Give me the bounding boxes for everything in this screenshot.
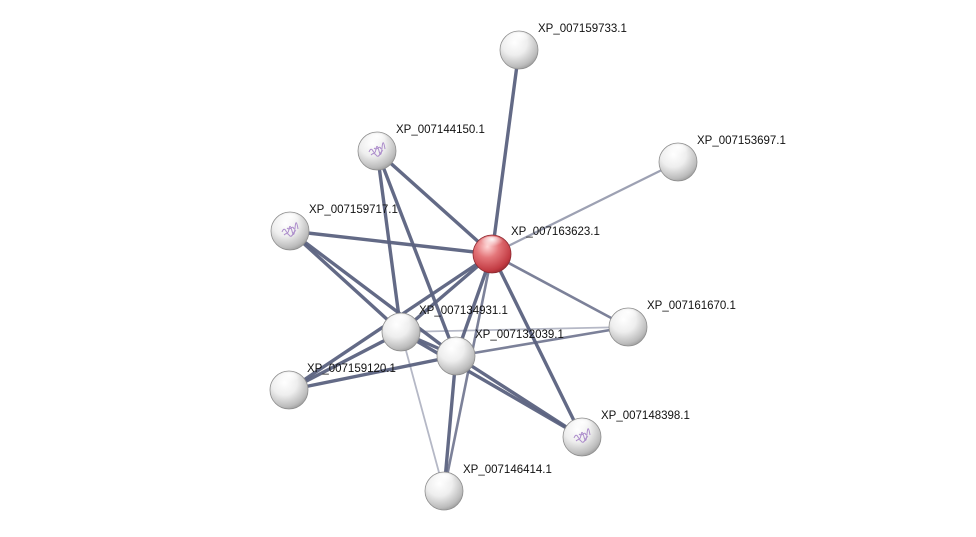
node-label: XP_007153697.1: [697, 135, 786, 147]
node-XP_007148398.1[interactable]: [562, 417, 602, 457]
node-highlight: [666, 144, 690, 159]
node-label: XP_007132039.1: [475, 329, 564, 341]
node-highlight: [616, 309, 640, 324]
edge-n6-n9[interactable]: [287, 330, 403, 392]
edge-n5-n2[interactable]: [375, 149, 494, 256]
edge-n8-n11[interactable]: [442, 354, 458, 493]
edge-n5-n10[interactable]: [490, 252, 584, 439]
node-label: XP_007134931.1: [419, 305, 508, 317]
edge-n8-n7[interactable]: [454, 325, 630, 358]
node-highlight: [432, 473, 456, 488]
node-label: XP_007161670.1: [647, 300, 736, 312]
edge-n4-n6[interactable]: [288, 229, 403, 334]
node-XP_007146414.1[interactable]: [424, 471, 464, 511]
node-label: XP_007144150.1: [396, 124, 485, 136]
node-highlight: [480, 236, 504, 251]
node-highlight: [277, 372, 301, 387]
labels-layer: XP_007159733.1XP_007144150.1XP_007153697…: [307, 23, 786, 476]
node-highlight: [444, 338, 468, 353]
edge-n6-n11[interactable]: [400, 331, 445, 492]
nodes-layer: [269, 30, 698, 511]
node-XP_007159733.1[interactable]: [499, 30, 539, 70]
node-XP_007153697.1[interactable]: [658, 142, 698, 182]
node-label: XP_007163623.1: [511, 226, 600, 238]
edge-n4-n8[interactable]: [288, 229, 458, 358]
edge-n8-n10[interactable]: [454, 354, 584, 439]
edge-n5-n7[interactable]: [490, 252, 630, 329]
edge-n5-n3[interactable]: [490, 160, 680, 256]
node-XP_007163623.1[interactable]: [472, 234, 512, 274]
node-XP_007159120.1[interactable]: [269, 370, 309, 410]
edge-n5-n6[interactable]: [399, 252, 494, 334]
node-highlight: [507, 32, 531, 47]
edge-n2-n8[interactable]: [375, 149, 458, 358]
edge-n8-n9[interactable]: [287, 354, 458, 392]
node-highlight: [278, 213, 302, 228]
node-XP_007161670.1[interactable]: [608, 307, 648, 347]
node-XP_007134931.1[interactable]: [381, 312, 421, 352]
edge-n2-n6[interactable]: [375, 149, 403, 334]
node-label: XP_007148398.1: [601, 410, 690, 422]
edge-n5-n4[interactable]: [288, 229, 494, 256]
node-XP_007144150.1[interactable]: [357, 131, 397, 171]
edge-n6-n7[interactable]: [400, 326, 629, 333]
node-label: XP_007146414.1: [463, 464, 552, 476]
node-highlight: [365, 133, 389, 148]
node-XP_007132039.1[interactable]: [436, 336, 476, 376]
node-highlight: [570, 419, 594, 434]
node-label: XP_007159120.1: [307, 363, 396, 375]
edge-n5-n1[interactable]: [490, 48, 521, 256]
node-XP_007159717.1[interactable]: [270, 211, 310, 251]
node-highlight: [389, 314, 413, 329]
node-label: XP_007159733.1: [538, 23, 627, 35]
node-label: XP_007159717.1: [309, 204, 398, 216]
